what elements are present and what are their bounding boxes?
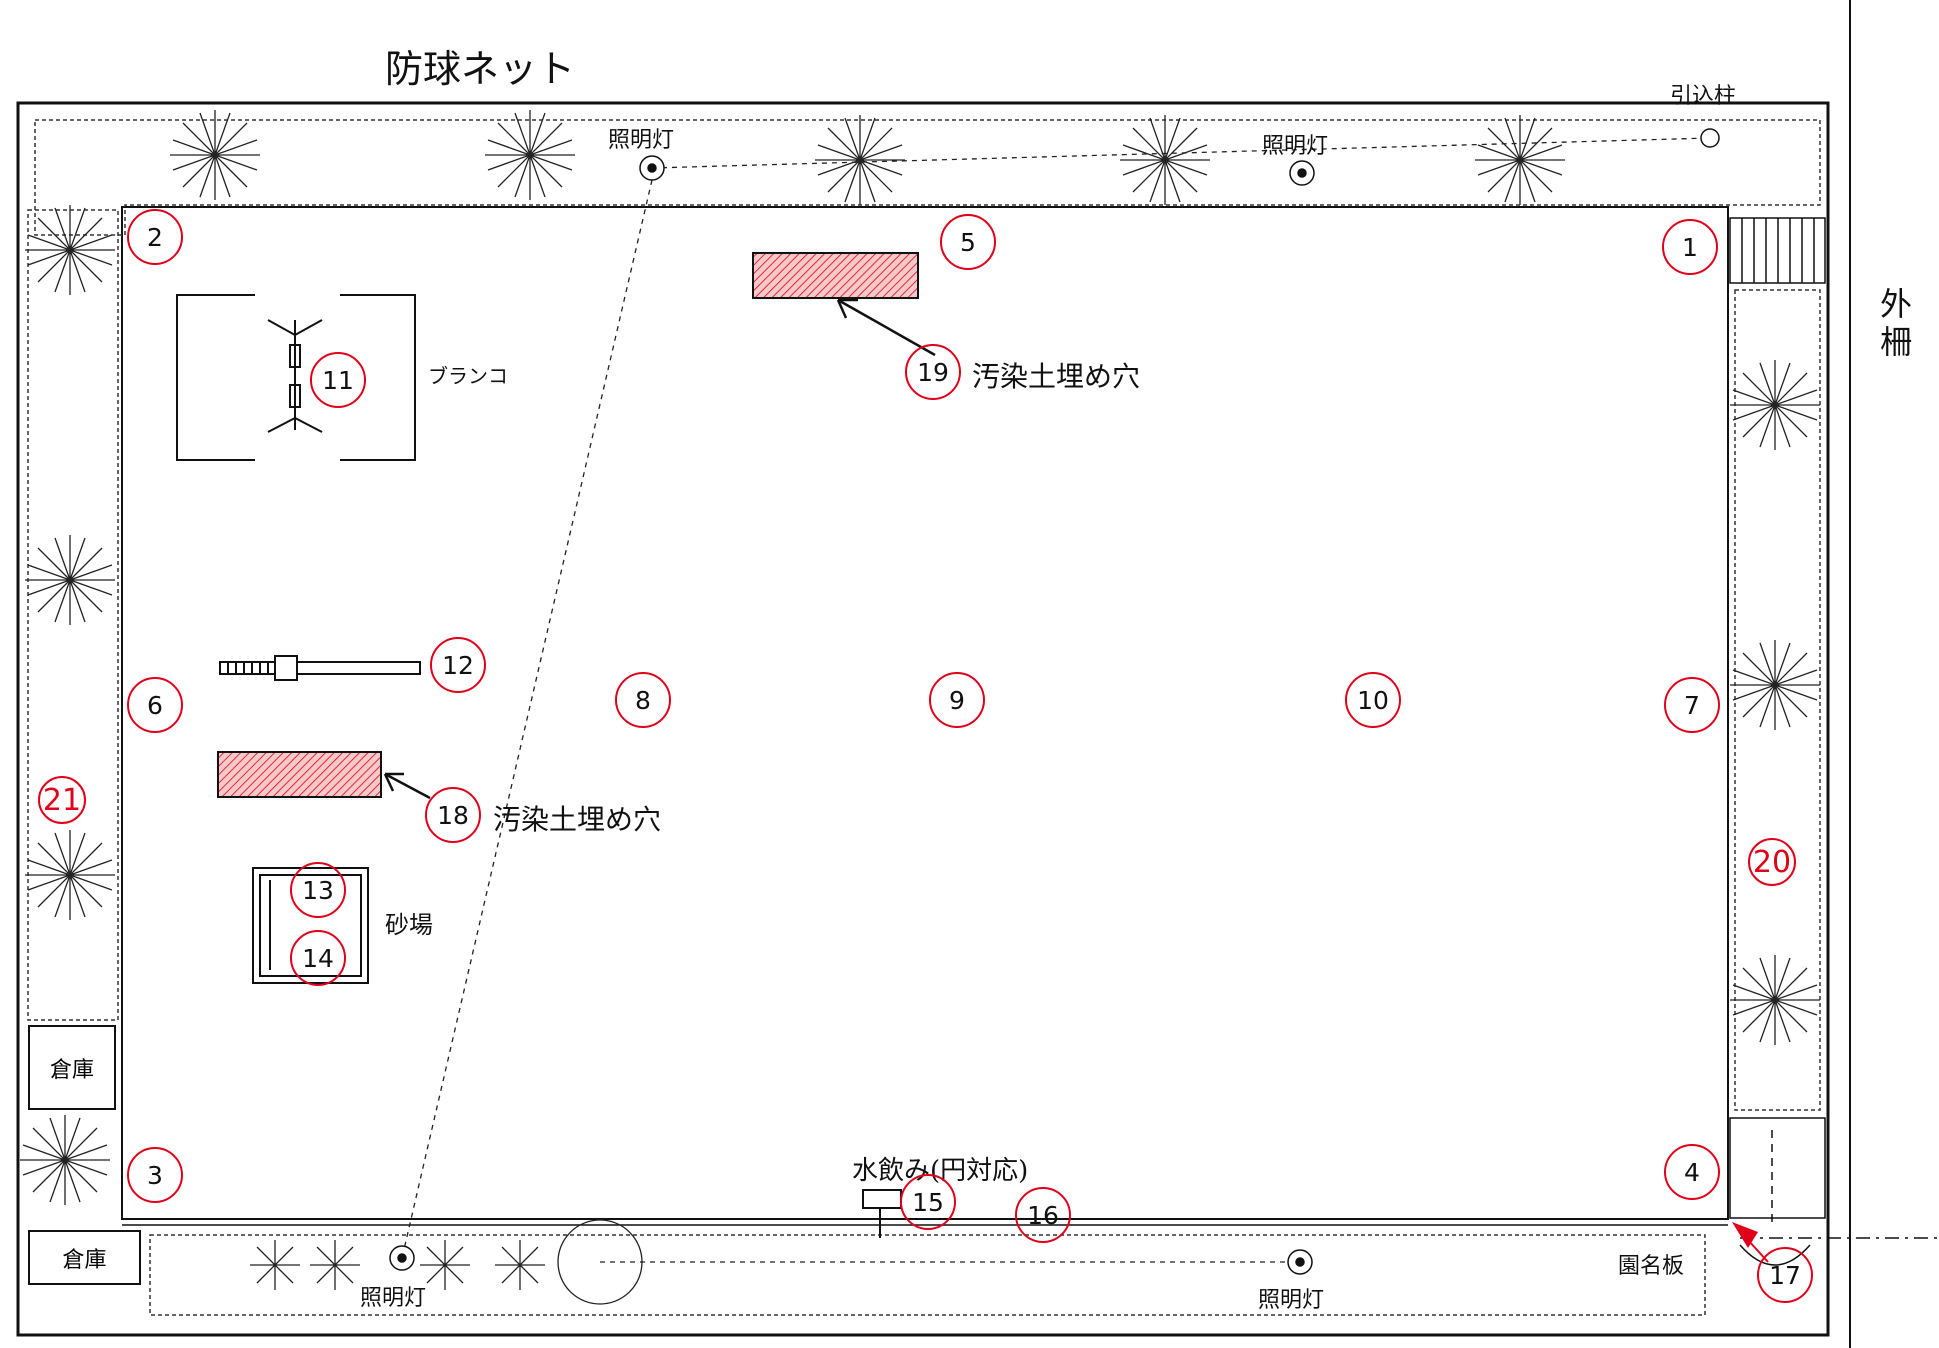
- pit-19-label: 汚染土埋め穴: [972, 360, 1141, 393]
- planting-belt-bottom: [149, 1234, 1706, 1316]
- ball-net-label: 防球ネット: [385, 47, 576, 91]
- trees: [20, 110, 1820, 1305]
- light-label-bottom-left: 照明灯: [360, 1286, 427, 1311]
- marker-3: 3: [127, 1147, 183, 1203]
- marker-13: 13: [290, 862, 346, 918]
- storage-left: 倉庫: [28, 1025, 116, 1110]
- marker-6: 6: [127, 677, 183, 733]
- marker-11: 11: [310, 352, 366, 408]
- marker-18: 18: [425, 787, 481, 843]
- marker-9: 9: [929, 672, 985, 728]
- marker-14: 14: [290, 930, 346, 986]
- pole-label: 引込柱: [1670, 84, 1737, 109]
- planting-belt-right: [1734, 289, 1821, 1111]
- marker-7: 7: [1664, 677, 1720, 733]
- marker-21: 21: [38, 776, 86, 824]
- play-equipment-12: [219, 655, 421, 681]
- fence-label: 外柵: [1880, 285, 1913, 362]
- storage-bottom: 倉庫: [28, 1230, 141, 1285]
- planting-belt-top: [34, 119, 1821, 236]
- marker-10: 10: [1345, 672, 1401, 728]
- marker-4: 4: [1664, 1144, 1720, 1200]
- drinking-fountain: [862, 1189, 902, 1238]
- marker-19: 19: [905, 344, 961, 400]
- marker-17: 17: [1757, 1247, 1813, 1303]
- contaminated-soil-pit-19: [752, 252, 919, 299]
- contaminated-soil-pit-18: [217, 751, 382, 798]
- swing-label: ブランコ: [428, 364, 508, 388]
- planting-belt-left: [27, 209, 119, 1021]
- marker-2: 2: [127, 209, 183, 265]
- marker-17-arrow: [1732, 1222, 1758, 1248]
- light-label-bottom-right: 照明灯: [1258, 1288, 1325, 1313]
- marker-16: 16: [1015, 1187, 1071, 1243]
- marker-15: 15: [900, 1174, 956, 1230]
- sign-area: [1729, 1117, 1826, 1266]
- light-label-top-right: 照明灯: [1262, 134, 1329, 159]
- lighting-wiring: [401, 137, 1711, 1263]
- marker-8: 8: [615, 672, 671, 728]
- sandbox-label: 砂場: [385, 911, 433, 939]
- marker-1: 1: [1662, 219, 1718, 275]
- marker-20: 20: [1748, 838, 1796, 886]
- sign-label: 園名板: [1618, 1254, 1685, 1279]
- light-label-top-left: 照明灯: [608, 128, 675, 153]
- marker-12: 12: [430, 637, 486, 693]
- swing: [176, 294, 416, 461]
- pit-arrows: [383, 298, 936, 800]
- marker-5: 5: [940, 214, 996, 270]
- entrance-gate: [1729, 217, 1826, 284]
- pit-18-label: 汚染土埋め穴: [493, 803, 662, 836]
- light-poles: [389, 128, 1720, 1275]
